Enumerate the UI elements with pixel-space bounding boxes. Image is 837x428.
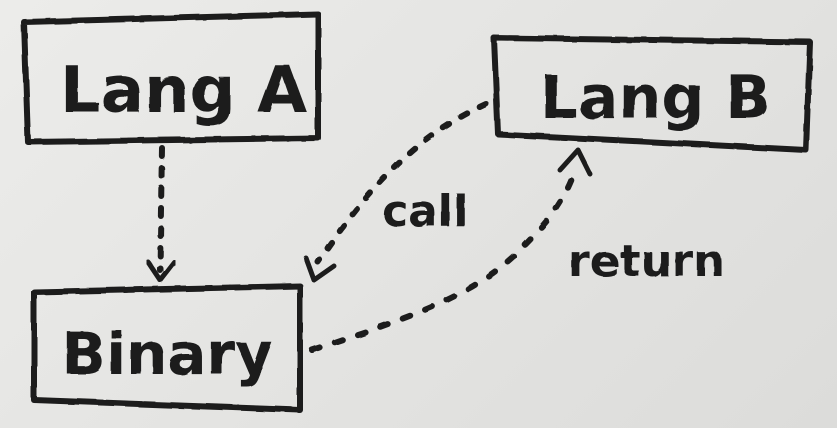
- edge-return-label: return: [568, 236, 725, 287]
- node-binary: Binary: [31, 283, 303, 413]
- node-lang-a: Lang A: [21, 11, 321, 145]
- node-lang-b: Lang B: [491, 35, 813, 153]
- arrowhead-return-icon: [557, 147, 593, 177]
- edge-lang-a-to-binary-line: [157, 145, 165, 273]
- node-binary-label: Binary: [62, 320, 273, 388]
- node-lang-a-box: [21, 11, 321, 145]
- node-lang-b-box: [491, 35, 813, 153]
- edge-call: call: [303, 101, 489, 283]
- node-lang-b-label: Lang B: [540, 63, 771, 133]
- arrowhead-call-icon: [303, 255, 337, 283]
- edge-call-label: call: [382, 186, 468, 237]
- node-lang-a-label: Lang A: [60, 54, 308, 128]
- node-binary-box: [31, 283, 303, 413]
- edge-return-line: [309, 165, 579, 353]
- edge-return: return: [309, 147, 725, 353]
- edge-call-line: [315, 101, 489, 265]
- arrowhead-down-icon: [145, 259, 177, 283]
- edge-lang-a-to-binary: [145, 145, 177, 283]
